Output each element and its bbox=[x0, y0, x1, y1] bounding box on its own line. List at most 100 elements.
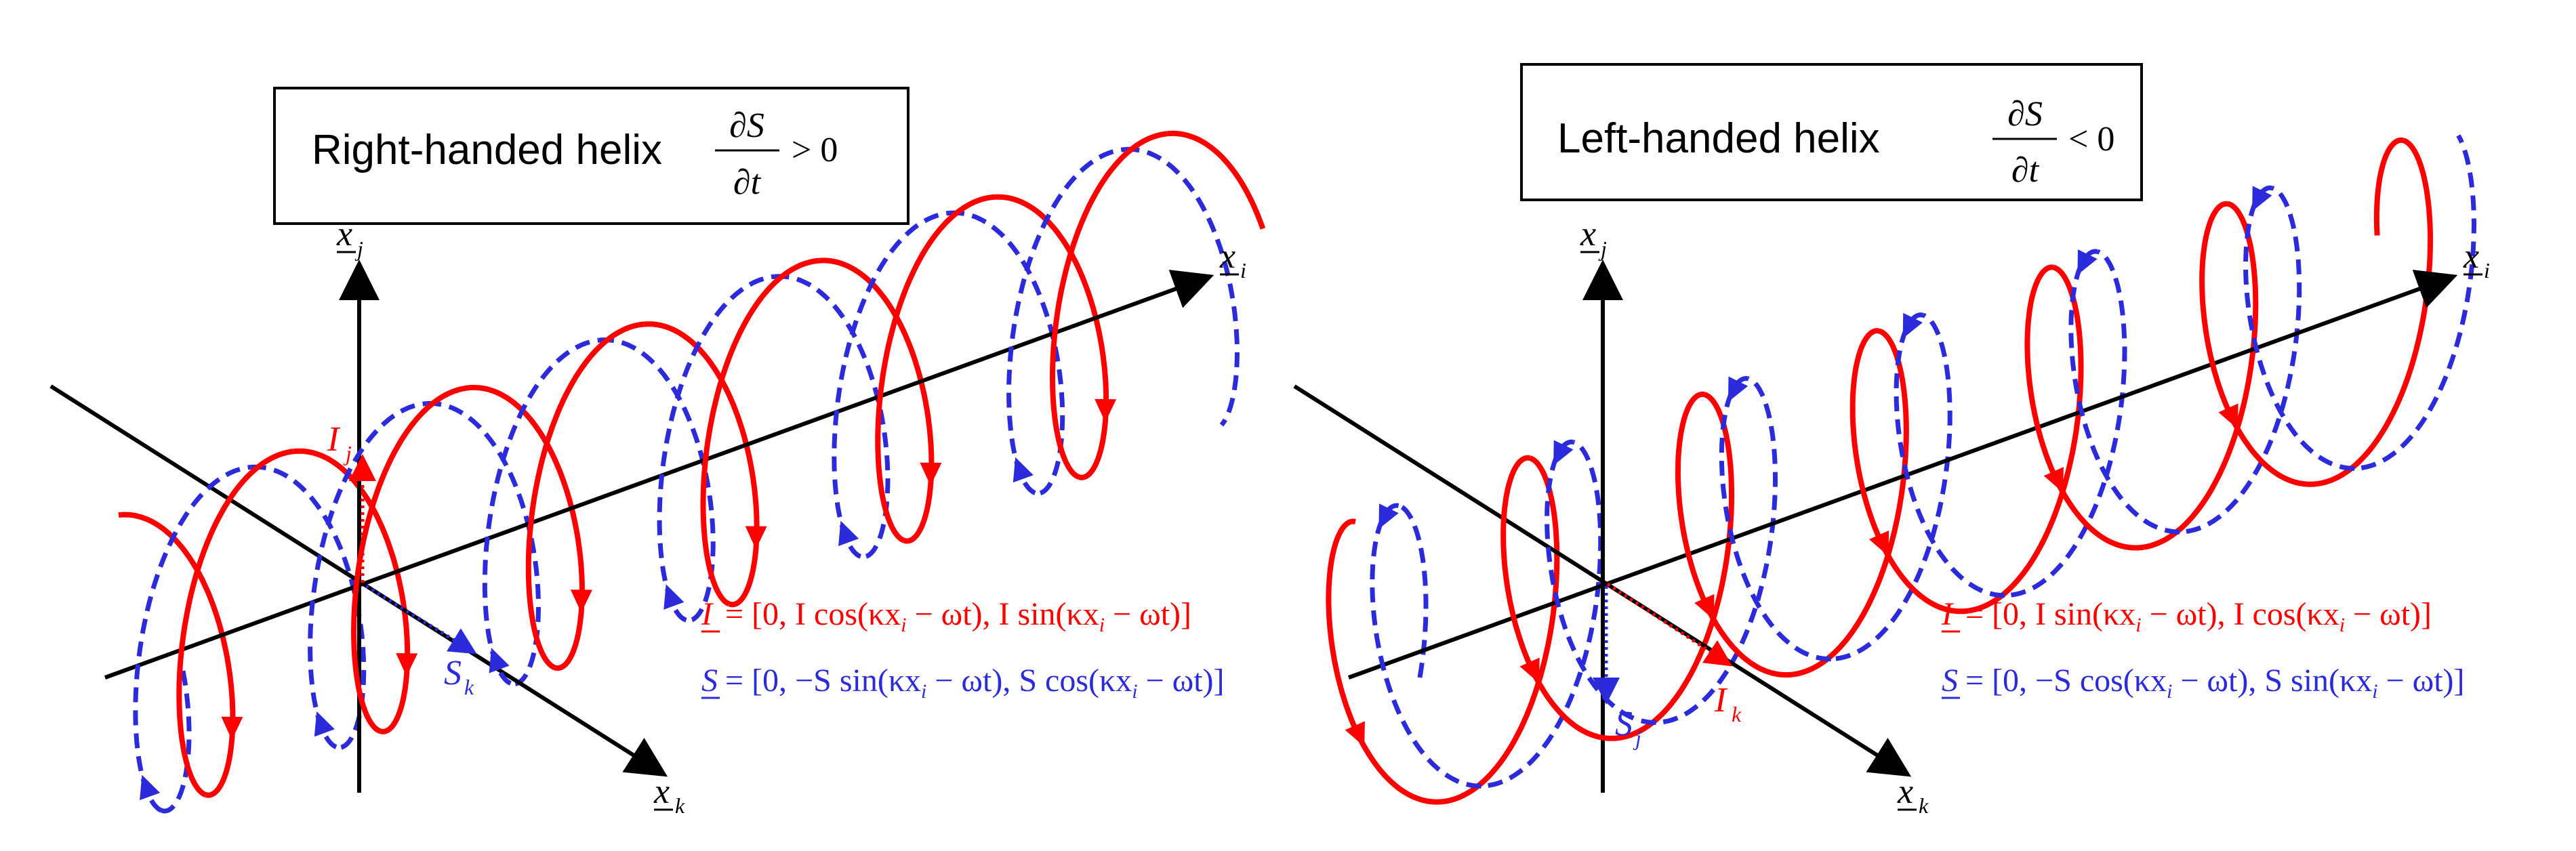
red-helix-arrow bbox=[570, 589, 592, 613]
svg-text:= [0, −S sin(κxi − ωt), S cos(: = [0, −S sin(κxi − ωt), S cos(κxi − ωt)] bbox=[725, 663, 1225, 703]
svg-text:x: x bbox=[2463, 237, 2479, 276]
red-helix-segment bbox=[293, 448, 411, 734]
panel-title: Right-handed helix bbox=[312, 127, 662, 173]
helix-front-strands bbox=[118, 131, 1168, 813]
red-helix-segment bbox=[1326, 518, 1444, 805]
red-helix-segment bbox=[1050, 131, 1168, 480]
red-helix-segment bbox=[350, 385, 470, 734]
svg-text:j: j bbox=[1598, 236, 1607, 261]
blue-helix-segment bbox=[2186, 186, 2302, 534]
blue-helix-arrow bbox=[1013, 457, 1034, 483]
axis-xk bbox=[1293, 384, 1912, 777]
blue-helix-segment bbox=[949, 210, 1065, 496]
derivative-condition: ∂S ∂t < 0 bbox=[1992, 95, 2114, 190]
svg-text:I: I bbox=[701, 596, 714, 632]
blue-helix-arrow bbox=[1727, 376, 1749, 402]
red-helix-arrow bbox=[1868, 531, 1889, 556]
blue-helix-segment bbox=[598, 337, 716, 623]
red-helix-segment bbox=[819, 257, 935, 544]
red-helix-arrow bbox=[745, 526, 767, 549]
svg-text:∂t: ∂t bbox=[2011, 151, 2040, 190]
red-helix-arrow bbox=[1694, 594, 1715, 620]
equation-S: S = [0, −S cos(κxi − ωt), S sin(κxi − ωt… bbox=[1942, 663, 2465, 703]
blue-helix-segment bbox=[2010, 249, 2127, 598]
red-helix-segment bbox=[468, 385, 585, 671]
red-helix-segment bbox=[2024, 264, 2144, 551]
svg-text:j: j bbox=[343, 441, 352, 465]
panel-title: Left-handed helix bbox=[1557, 115, 1880, 162]
svg-text:i: i bbox=[2484, 258, 2490, 283]
title-box bbox=[273, 87, 909, 225]
svg-text:x: x bbox=[1219, 237, 1235, 276]
axis-label-xi: x i bbox=[2463, 237, 2490, 283]
blue-helix-segment bbox=[251, 464, 367, 750]
panel-left-handed: Left-handed helix ∂S ∂t < 0 x j x i x bbox=[1293, 63, 2490, 818]
svg-text:= [0, −S cos(κxi − ωt), S sin(: = [0, −S cos(κxi − ωt), S sin(κxi − ωt)] bbox=[1965, 663, 2465, 703]
axis-label-xj: x j bbox=[1580, 215, 1607, 261]
red-helix-arrow bbox=[2218, 403, 2238, 430]
blue-helix-segment bbox=[161, 670, 192, 814]
svg-text:S: S bbox=[1942, 663, 1958, 699]
blue-helix-segment bbox=[2068, 249, 2187, 535]
red-helix-segment bbox=[2316, 138, 2433, 487]
label-Ij: I j bbox=[327, 420, 352, 465]
red-helix-segment bbox=[2199, 201, 2317, 487]
blue-helix-segment bbox=[426, 400, 541, 687]
red-helix-segment bbox=[1675, 392, 1794, 678]
panel-right-handed: Right-handed helix ∂S ∂t > 0 x j x bbox=[49, 87, 1266, 818]
svg-text:= [0, I sin(κxi − ωt), I cos(κ: = [0, I sin(κxi − ωt), I cos(κxi − ωt)] bbox=[1965, 596, 2432, 636]
svg-text:I: I bbox=[1714, 681, 1728, 720]
blue-helix-segment bbox=[657, 274, 775, 623]
blue-helix-arrow bbox=[2077, 249, 2098, 275]
axes bbox=[1293, 260, 2458, 793]
svg-text:k: k bbox=[1919, 793, 1929, 818]
blue-helix-segment bbox=[482, 337, 600, 686]
blue-helix-segment bbox=[1719, 375, 1837, 662]
axis-label-xi: x i bbox=[1219, 237, 1246, 283]
svg-text:I: I bbox=[327, 420, 341, 459]
label-Ik: I k bbox=[1714, 681, 1742, 726]
blue-helix-arrow bbox=[663, 584, 684, 610]
helix-back-strands bbox=[121, 130, 1266, 814]
red-helix-segment bbox=[700, 257, 820, 607]
blue-helix-segment bbox=[774, 274, 891, 560]
label-Sk: S k bbox=[444, 654, 474, 699]
blue-helix-arrow bbox=[1902, 312, 1923, 339]
red-helix-segment bbox=[2143, 201, 2259, 550]
blue-helix-segment bbox=[2360, 134, 2477, 470]
red-helix-segment bbox=[1849, 328, 1969, 615]
red-helix-segment bbox=[1967, 264, 2084, 614]
svg-text:k: k bbox=[464, 675, 474, 699]
svg-text:k: k bbox=[1732, 702, 1742, 726]
red-helix-segment bbox=[1442, 455, 1560, 805]
svg-text:= [0, I cos(κxi − ωt), I sin(κ: = [0, I cos(κxi − ωt), I sin(κxi − ωt)] bbox=[725, 596, 1191, 636]
svg-text:j: j bbox=[354, 236, 363, 261]
helix-front-strands bbox=[1326, 137, 2404, 805]
red-helix-segment bbox=[994, 194, 1109, 480]
svg-text:∂S: ∂S bbox=[729, 106, 764, 145]
axis-xi bbox=[1347, 270, 2458, 680]
blue-helix-segment bbox=[1894, 312, 2011, 598]
svg-text:S: S bbox=[444, 654, 462, 692]
red-helix-segment bbox=[525, 321, 645, 671]
svg-text:x: x bbox=[1897, 772, 1913, 811]
svg-text:k: k bbox=[675, 793, 685, 818]
blue-helix-arrow bbox=[140, 774, 161, 801]
title-box bbox=[1520, 63, 2143, 201]
blue-helix-segment bbox=[1835, 312, 1953, 661]
svg-text:x: x bbox=[653, 772, 670, 811]
svg-text:i: i bbox=[1240, 258, 1246, 283]
blue-helix-segment bbox=[1006, 147, 1125, 495]
derivative-condition: ∂S ∂t > 0 bbox=[715, 106, 838, 202]
red-helix-arrow bbox=[221, 716, 243, 740]
red-helix-arrow bbox=[2043, 467, 2064, 493]
blue-helix-segment bbox=[1662, 376, 1778, 724]
vector-Sk bbox=[365, 584, 477, 655]
blue-helix-arrow bbox=[489, 648, 510, 673]
red-helix-segment bbox=[1166, 130, 1266, 230]
axis-label-xk: x k bbox=[653, 772, 685, 818]
svg-text:x: x bbox=[1580, 215, 1596, 253]
blue-helix-segment bbox=[832, 210, 950, 559]
svg-text:x: x bbox=[336, 215, 352, 253]
